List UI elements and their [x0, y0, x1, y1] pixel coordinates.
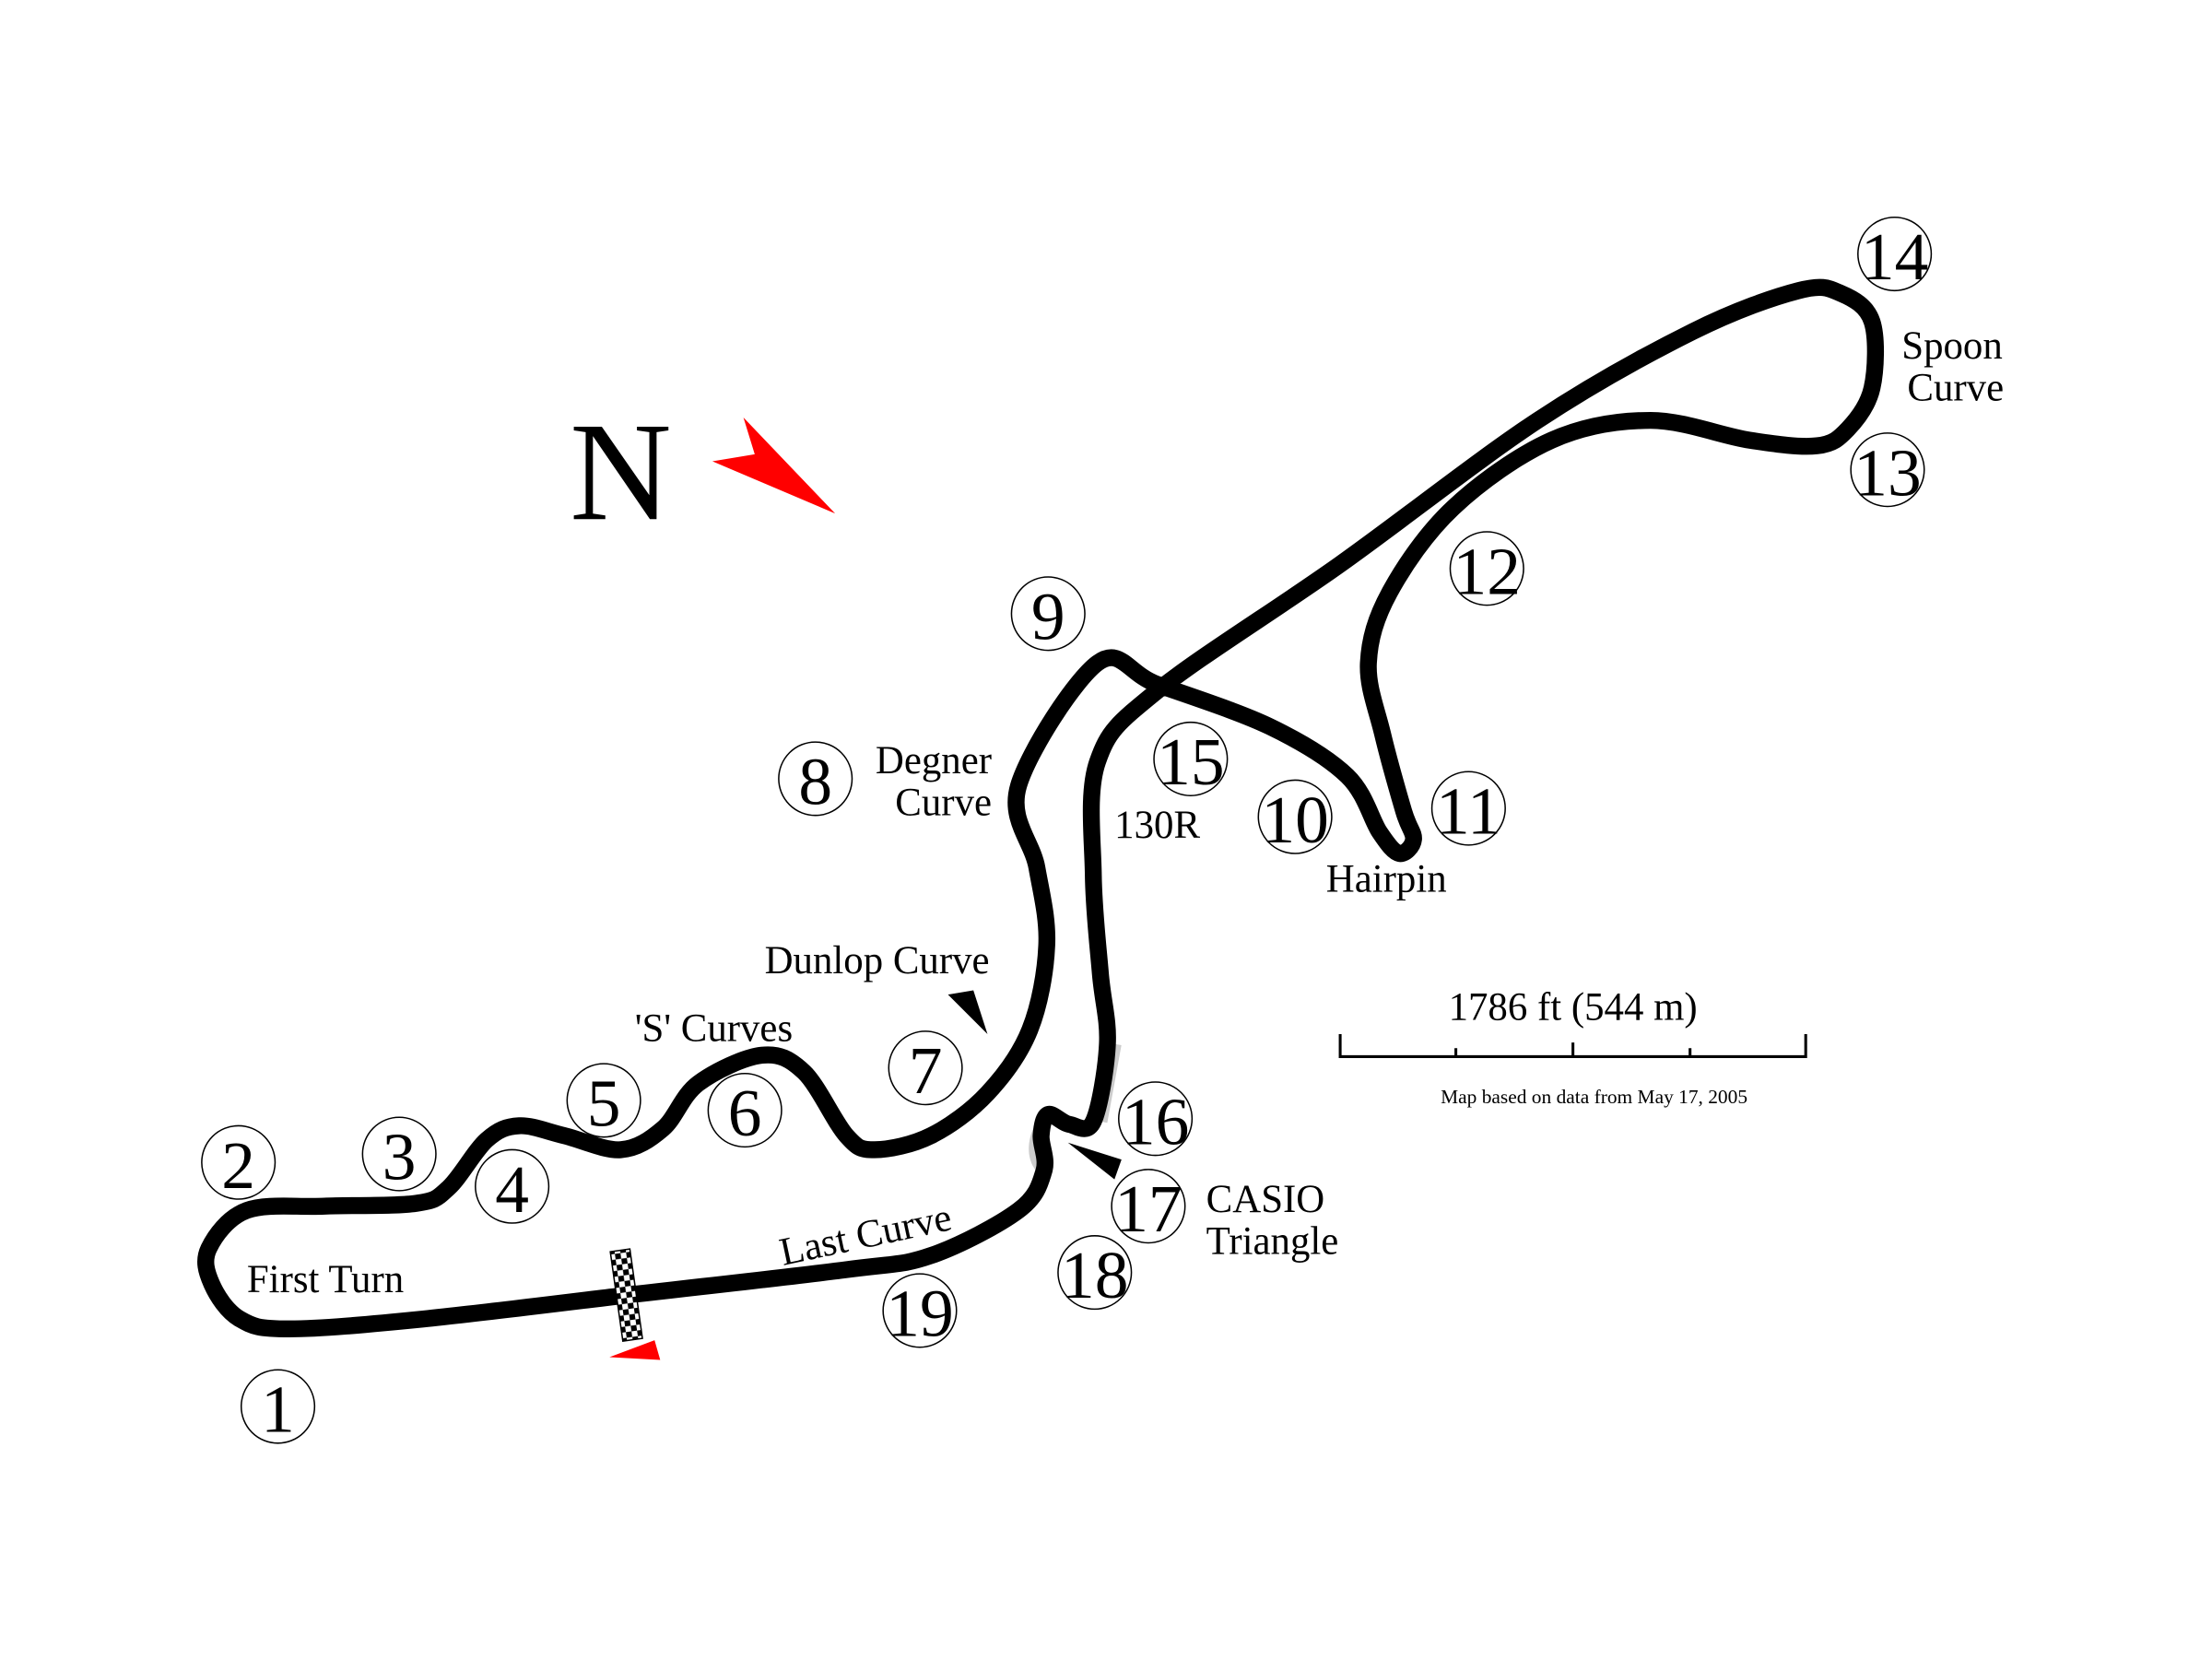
corner-circle [475, 1148, 550, 1224]
corner-number: 1 [261, 1372, 295, 1447]
label-casio-1: CASIO [1206, 1178, 1325, 1221]
label-s-curves: 'S' Curves [635, 1007, 793, 1051]
corner-number: 12 [1453, 534, 1521, 608]
corner-marker-5: 5 [566, 1063, 641, 1140]
label-hairpin: Hairpin [1326, 857, 1447, 900]
start-finish-line [609, 1248, 643, 1342]
label-dunlop: Dunlop Curve [765, 939, 990, 982]
compass: N [570, 394, 836, 550]
corner-number: 4 [495, 1152, 529, 1227]
corner-marker-6: 6 [707, 1073, 782, 1150]
corner-number: 15 [1157, 724, 1224, 799]
corner-circle [1118, 1081, 1194, 1157]
corner-circle [778, 741, 853, 817]
corner-marker-2: 2 [201, 1124, 276, 1203]
map-note: Map based on data from May 17, 2005 [1441, 1086, 1747, 1108]
corner-circle [707, 1073, 782, 1148]
corner-circle [1057, 1235, 1133, 1311]
corner-circle [1857, 216, 1933, 292]
north-arrow-icon [712, 418, 836, 514]
checkered-flag-icon [609, 1248, 643, 1342]
corner-circle [240, 1369, 316, 1444]
corner-number: 19 [886, 1277, 953, 1351]
corner-marker-1: 1 [240, 1369, 316, 1447]
pointer-dunlop-icon [947, 990, 988, 1034]
labels: First Turn 'S' Curves Dunlop Curve Degne… [247, 324, 2004, 1301]
corner-marker-10: 10 [1257, 779, 1333, 857]
corner-marker-9: 9 [1010, 576, 1086, 653]
corner-number: 5 [587, 1065, 621, 1140]
label-spoon-1: Spoon [1901, 324, 2003, 368]
label-casio-2: Triangle [1206, 1220, 1339, 1264]
corner-circle [361, 1116, 437, 1192]
corner-number: 6 [728, 1076, 762, 1150]
corner-marker-13: 13 [1850, 432, 1925, 510]
corner-marker-14: 14 [1857, 216, 1933, 294]
corner-marker-16: 16 [1118, 1081, 1194, 1159]
corner-circle [888, 1030, 963, 1106]
corner-circle [1111, 1169, 1186, 1244]
scale-label: 1786 ft (544 m) [1449, 986, 1698, 1030]
corner-circle [882, 1273, 958, 1348]
corner-number: 14 [1861, 219, 1928, 294]
corner-marker-18: 18 [1057, 1235, 1133, 1312]
direction-arrow-icon [609, 1340, 661, 1360]
corner-marker-3: 3 [361, 1116, 437, 1194]
corner-number: 18 [1061, 1238, 1128, 1312]
corner-circle [1850, 432, 1925, 508]
label-spoon-2: Curve [1907, 367, 2004, 410]
label-degner-2: Curve [895, 782, 992, 825]
label-first-turn: First Turn [247, 1258, 404, 1301]
race-track [197, 278, 1885, 1338]
corner-marker-15: 15 [1153, 721, 1229, 799]
corner-marker-19: 19 [882, 1273, 958, 1351]
corner-circle [1430, 771, 1506, 846]
corner-number: 16 [1122, 1084, 1189, 1159]
corner-number: 9 [1031, 579, 1065, 653]
corner-circle [1257, 779, 1333, 854]
corner-number: 10 [1261, 782, 1328, 857]
scale-ruler [1338, 1033, 1807, 1058]
north-letter: N [570, 394, 672, 550]
corner-marker-11: 11 [1430, 771, 1506, 849]
corner-circle [1153, 721, 1229, 797]
corner-marker-8: 8 [778, 741, 853, 818]
corner-number: 8 [798, 744, 832, 818]
corner-circle [201, 1124, 276, 1200]
corner-number: 17 [1114, 1171, 1182, 1246]
corner-circle [1449, 531, 1524, 606]
corner-marker-7: 7 [888, 1030, 963, 1108]
corner-number: 2 [221, 1128, 255, 1203]
corner-number: 3 [382, 1120, 417, 1194]
corner-number: 7 [909, 1033, 943, 1108]
corner-number: 13 [1853, 435, 1921, 510]
pointer-casio-icon [1067, 1142, 1122, 1180]
label-130r: 130R [1114, 804, 1200, 847]
corner-number: 11 [1436, 774, 1501, 849]
label-degner-1: Degner [876, 739, 992, 782]
corner-marker-4: 4 [475, 1148, 550, 1227]
corner-marker-17: 17 [1111, 1169, 1186, 1246]
corner-circle [1010, 576, 1086, 652]
corner-circle [566, 1063, 641, 1138]
corner-marker-12: 12 [1449, 531, 1524, 608]
scale-bar: 1786 ft (544 m) Map based on data from M… [1338, 986, 1807, 1108]
